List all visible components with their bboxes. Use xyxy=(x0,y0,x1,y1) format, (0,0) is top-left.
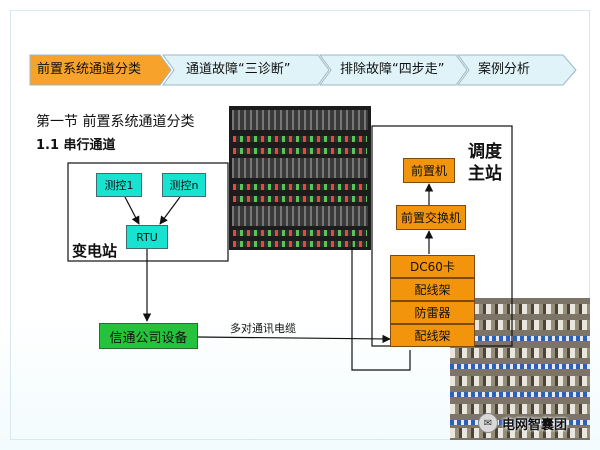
nav-tab-4-shape[interactable] xyxy=(457,54,577,86)
cable-row xyxy=(450,404,590,414)
logo-text: 电网智囊团 xyxy=(502,417,568,433)
rack-led-row xyxy=(233,241,367,247)
rack-panel xyxy=(232,206,368,226)
equipment-rack-photo xyxy=(229,106,371,250)
master-label-line2: 主站 xyxy=(468,164,502,184)
substation-label: 变电站 xyxy=(72,242,118,260)
cable-row xyxy=(450,364,590,369)
arrow-ctrln-rtu xyxy=(159,196,181,225)
dc60-card: DC60卡 xyxy=(390,255,475,278)
nav-tab-3-label[interactable]: 排除故障“四步走” xyxy=(340,62,445,77)
slide-frame xyxy=(10,10,590,440)
rack-led-row xyxy=(233,184,367,190)
cable-label: 多对通讯电缆 xyxy=(230,322,296,335)
substation-border xyxy=(67,162,229,262)
surge-protector: 防雷器 xyxy=(390,301,475,324)
rack-panel xyxy=(232,110,368,130)
front-machine: 前置机 xyxy=(403,158,455,183)
line-rack-to-master xyxy=(351,240,411,371)
nav-tab-1-label[interactable]: 前置系统通道分类 xyxy=(37,62,142,77)
patch-panel-lower: 配线架 xyxy=(390,324,475,347)
chevron-nav xyxy=(29,54,577,86)
nav-tab-2-shape[interactable] xyxy=(162,54,330,86)
wechat-logo: ✉ 电网智囊团 xyxy=(478,413,567,433)
nav-tab-3-shape[interactable] xyxy=(319,54,468,86)
rtu-node: RTU xyxy=(126,225,168,249)
subsection-title: 1.1 串行通道 xyxy=(36,138,116,153)
nav-tab-1-shape[interactable] xyxy=(29,54,172,86)
rack-led-row xyxy=(233,230,367,236)
rack-led-row xyxy=(233,136,367,142)
cable-row xyxy=(450,392,590,397)
rack-led-row xyxy=(233,196,367,202)
chat-bubble-icon: ✉ xyxy=(478,413,498,433)
telecom-device: 信通公司设备 xyxy=(99,323,198,349)
cable-row xyxy=(450,348,590,358)
cable-row xyxy=(450,304,590,314)
nav-tab-4-label[interactable]: 案例分析 xyxy=(478,62,531,77)
ctrl-unit-n: 测控n xyxy=(162,173,206,197)
ctrl-unit-1: 测控1 xyxy=(96,173,142,197)
front-switch: 前置交换机 xyxy=(396,205,466,230)
cable-row xyxy=(450,336,590,341)
cable-row xyxy=(450,420,590,425)
master-label-line1: 调度 xyxy=(468,142,502,162)
arrow-ctrl1-rtu xyxy=(124,196,140,225)
cable-row xyxy=(450,320,590,330)
cable-row xyxy=(450,428,590,438)
nav-tab-2-label[interactable]: 通道故障“三诊断” xyxy=(186,62,291,77)
patch-panel-upper: 配线架 xyxy=(390,278,475,301)
cable-row xyxy=(450,376,590,386)
rack-led-row xyxy=(233,148,367,154)
rack-panel xyxy=(232,158,368,178)
arrow-telecom-patchpanel xyxy=(197,334,391,344)
section-title: 第一节 前置系统通道分类 xyxy=(36,114,195,130)
